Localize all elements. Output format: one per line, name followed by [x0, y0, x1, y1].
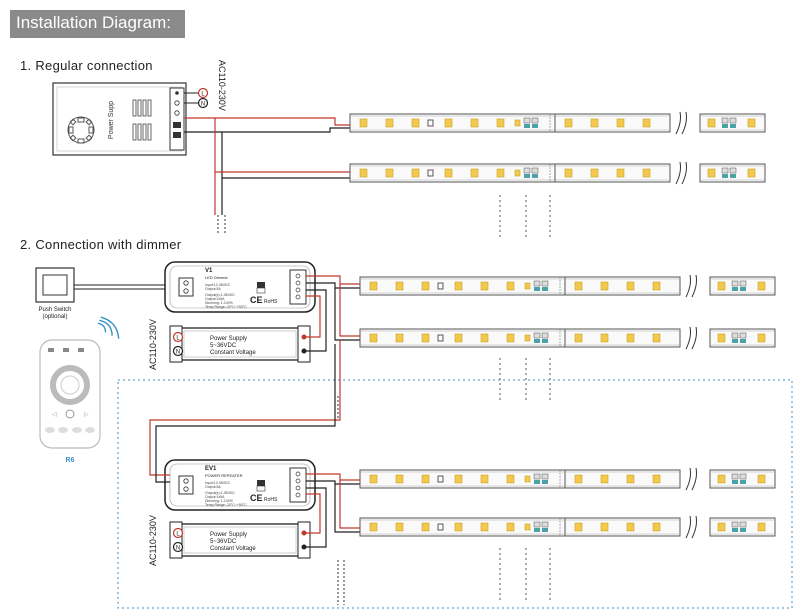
- page-title: Installation Diagram:: [16, 13, 171, 32]
- dimmer-module: V1 LED Dimmer Input:12-36VDC Output:5A O…: [164, 261, 316, 313]
- power-supply-2: Power Supply 5~36VDC Constant Voltage: [169, 521, 311, 559]
- ac-n-label: N: [176, 546, 180, 552]
- ac-voltage-label: AC110-230V: [217, 60, 227, 111]
- repeater-subtitle: POWER REPEATER: [205, 473, 243, 478]
- svg-text:▷: ▷: [84, 412, 89, 418]
- ac-n-label: N: [176, 350, 180, 356]
- dimmer-spec: Output:1x5A: [205, 297, 225, 301]
- continuation-dots-3: [499, 548, 551, 600]
- rohs-mark: RoHS: [264, 497, 278, 503]
- dimmer-subtitle: LED Dimmer: [205, 275, 229, 280]
- repeater-spec: Input:12-36VDC: [205, 481, 231, 485]
- psu-label: Power Supp: [108, 101, 115, 139]
- repeater-spec: Output:5A: [205, 485, 221, 489]
- dimmer-spec: Input:12-36VDC: [205, 283, 231, 287]
- repeater-spec: Output(s):1-36VDC: [205, 491, 235, 495]
- repeater-model: EV1: [205, 466, 217, 472]
- push-switch: Push Switch (optional): [35, 267, 75, 320]
- dimmer-spec: Temp Range:-20°C~+50°C: [205, 305, 247, 309]
- dimmer-spec: Output:5A: [205, 287, 221, 291]
- remote-label: R6: [66, 457, 75, 464]
- psu-line3: Constant Voltage: [210, 350, 256, 356]
- repeater-spec: Output:1x5A: [205, 495, 225, 499]
- psu-line3: Constant Voltage: [210, 546, 256, 552]
- psu-line1: Power Supply: [210, 532, 247, 538]
- repeater-spec: Temp Range:-20°C~+50°C: [205, 503, 247, 507]
- power-supply-1: Power Supply 5~36VDC Constant Voltage: [169, 325, 311, 363]
- led-strip-row-1: [349, 111, 766, 135]
- led-strip-row-2: [349, 161, 766, 185]
- led-strip-row-6: [359, 515, 776, 539]
- ac-n-label: N: [201, 102, 205, 108]
- remote-control: ◁ ▷ R6: [39, 339, 101, 464]
- led-strip-row-3: [359, 274, 776, 298]
- repeater-module: EV1 POWER REPEATER Input:12-36VDC Output…: [164, 459, 316, 511]
- dimmer-spec: Dimming: 1-100%: [205, 301, 233, 305]
- ac-l-label: L: [201, 92, 205, 98]
- wireless-signal-icon: [97, 316, 120, 339]
- wires-dimmer: [149, 275, 360, 605]
- ac-input-psu-1: L N AC110-230V: [148, 319, 184, 370]
- repeater-spec: Dimming: 1-100%: [205, 499, 233, 503]
- ce-mark: CE: [250, 493, 263, 503]
- section-regular-title: 1. Regular connection: [20, 58, 153, 73]
- ac-voltage-label: AC110-230V: [148, 319, 158, 370]
- svg-text:◁: ◁: [52, 412, 57, 418]
- header-bar: [10, 10, 185, 38]
- dimmer-spec: Output(s):1-36VDC: [205, 293, 235, 297]
- psu-line2: 5~36VDC: [210, 539, 237, 545]
- psu-line2: 5~36VDC: [210, 343, 237, 349]
- ac-input-regular: L N AC110-230V: [184, 60, 227, 111]
- dimmer-model: V1: [205, 268, 213, 274]
- repeater-group-frame: [117, 379, 793, 609]
- wires-regular: [184, 117, 350, 235]
- ac-input-psu-2: L N AC110-230V: [148, 515, 184, 566]
- led-strip-row-4: [359, 326, 776, 350]
- ac-voltage-label: AC110-230V: [148, 515, 158, 566]
- ac-l-label: L: [176, 532, 180, 538]
- rohs-mark: RoHS: [264, 299, 278, 305]
- led-strip-row-5: [359, 467, 776, 491]
- ce-mark: CE: [250, 295, 263, 305]
- push-switch-label: Push Switch: [38, 307, 71, 313]
- fan-icon: [67, 116, 95, 144]
- continuation-dots-2: [499, 358, 551, 400]
- ac-l-label: L: [176, 336, 180, 342]
- push-switch-sub: (optional): [42, 314, 67, 320]
- section-dimmer-title: 2. Connection with dimmer: [20, 237, 182, 252]
- continuation-dots-1: [499, 195, 551, 240]
- psu-line1: Power Supply: [210, 336, 247, 342]
- psu-regular: Power Supp: [52, 82, 187, 156]
